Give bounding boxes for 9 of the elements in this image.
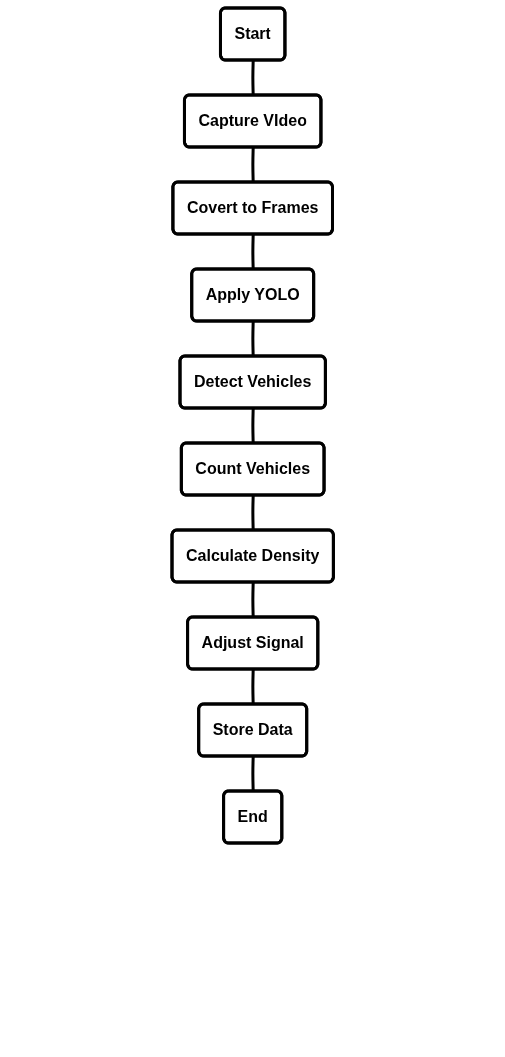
connector [251,147,255,183]
connector [251,582,255,618]
connector [251,495,255,531]
connector [251,408,255,444]
connector [251,321,255,357]
connector [251,234,255,270]
connector [251,669,255,705]
connector [251,60,255,96]
connector [251,756,255,792]
